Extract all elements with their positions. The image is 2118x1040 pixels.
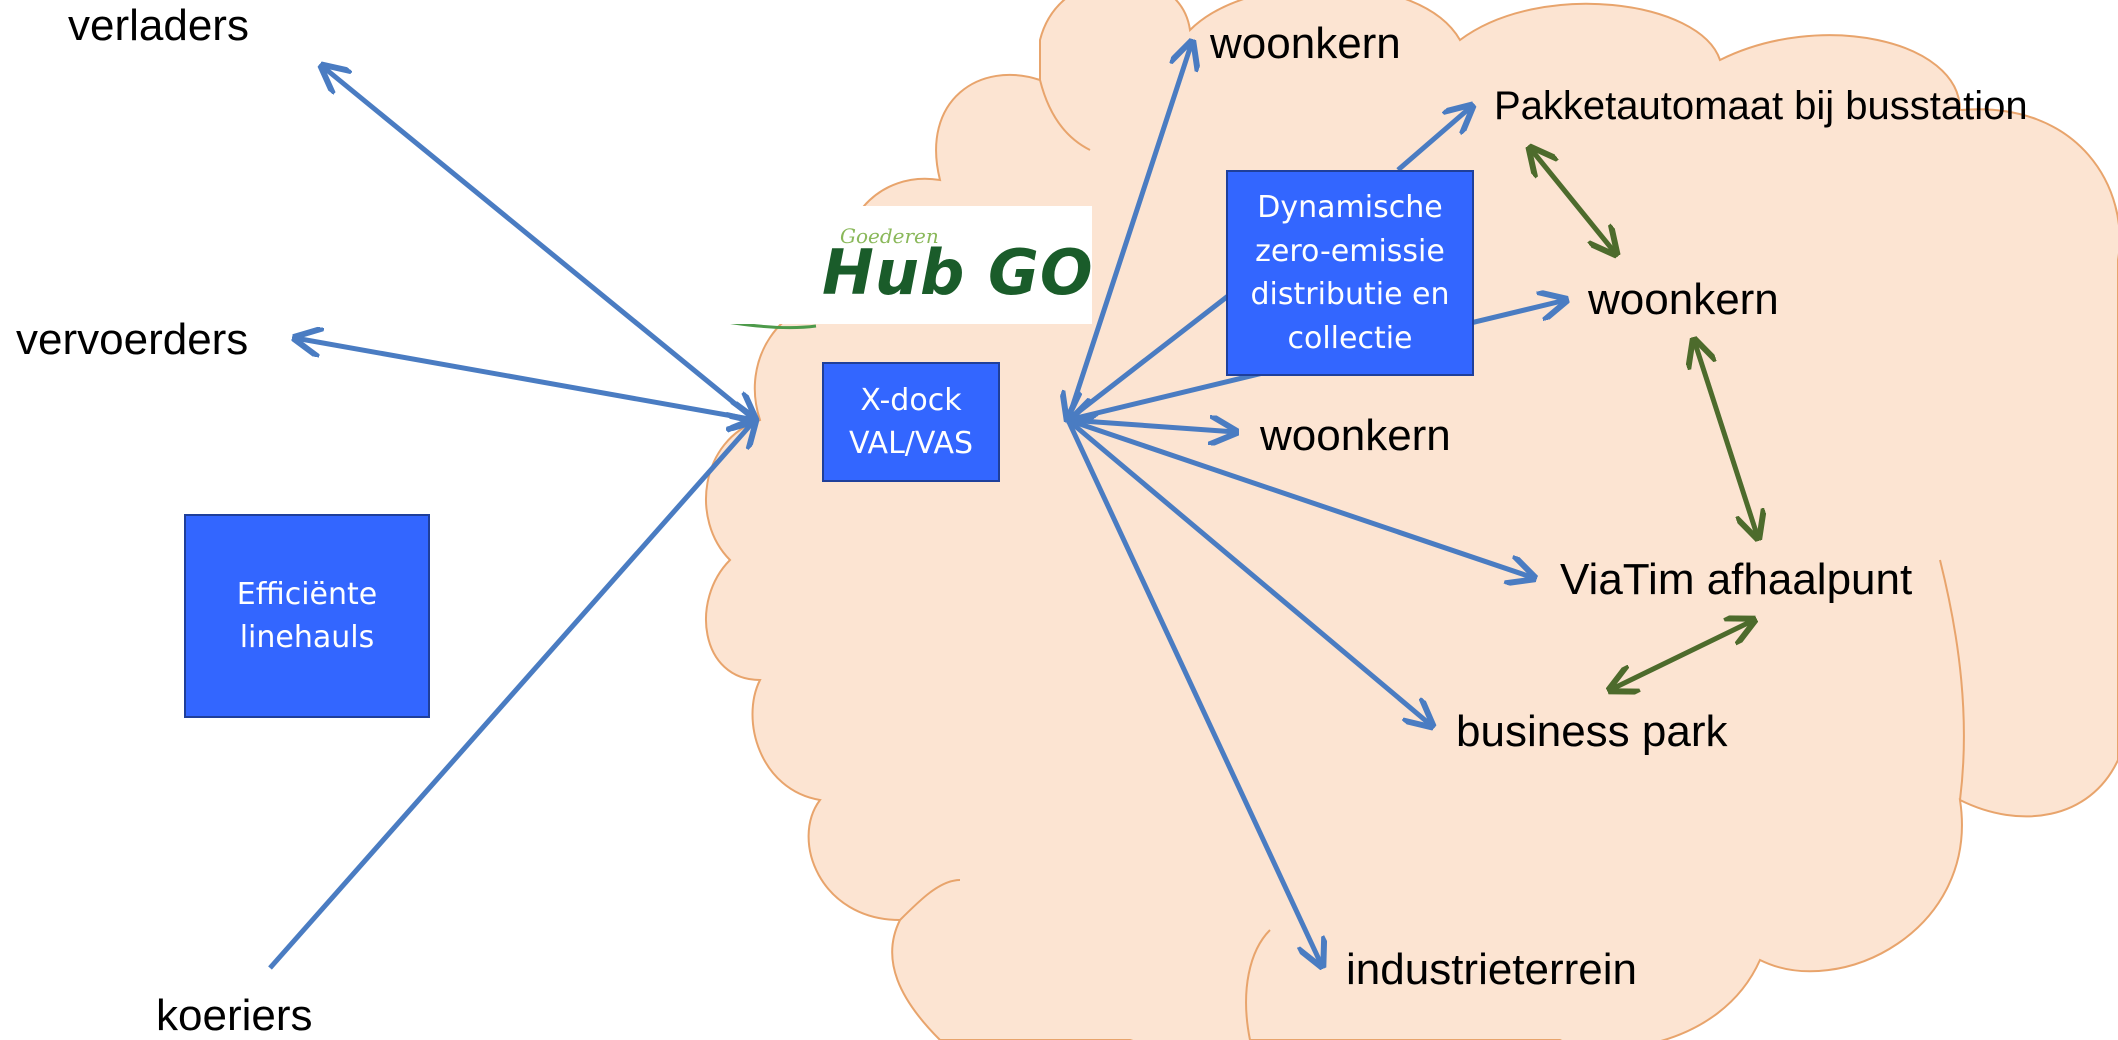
label-business-park: business park [1456,707,1728,756]
label-verladers: verladers [68,1,249,50]
label-woonkern-right: woonkern [1588,275,1779,324]
label-industrieterrein: industrieterrein [1346,945,1638,994]
label-pakketautomaat: Pakketautomaat bij busstation [1494,84,2028,128]
box-efficiente-linehauls: Efficiënte linehauls [184,514,430,718]
label-vervoerders: vervoerders [16,315,249,364]
arrow-vervoerders [295,338,755,420]
arrow-to-viatim [1067,417,1534,578]
cloud-inner-curve-bottom [1245,929,1271,1040]
arrow-to-woonkern-middle [1067,420,1236,432]
label-woonkern-middle: woonkern [1260,411,1451,460]
arrow-pakketautomaat-woonkern [1530,148,1616,254]
cloud-inner-curve-left [899,879,961,921]
box-xdock: X-dock VAL/VAS [822,362,1000,482]
label-viatim-afhaalpunt: ViaTim afhaalpunt [1560,555,1913,604]
label-koeriers: koeriers [156,991,313,1040]
arrow-viatim-business-park [1610,620,1754,690]
arrow-to-industrieterrein [1065,418,1322,966]
arrow-to-pakketautomaat [1396,106,1472,172]
arrow-to-zero-emissie [1068,294,1230,420]
cloud-inner-curve-right [1939,559,1965,801]
arrow-to-business-park [1066,418,1432,726]
arrow-koeriers [268,420,755,970]
label-woonkern-top: woonkern [1210,19,1401,68]
logo-main-text: Hub GO [822,236,1094,309]
box-zero-emissie-distributie: Dynamische zero-emissie distributie en c… [1226,170,1474,376]
hub-go-logo: Goederen Hub GO [688,206,1094,324]
logo-small-text: Goederen [840,224,939,248]
arrow-woonkern-viatim [1694,340,1758,538]
arrow-to-woonkern-top [1068,42,1192,420]
